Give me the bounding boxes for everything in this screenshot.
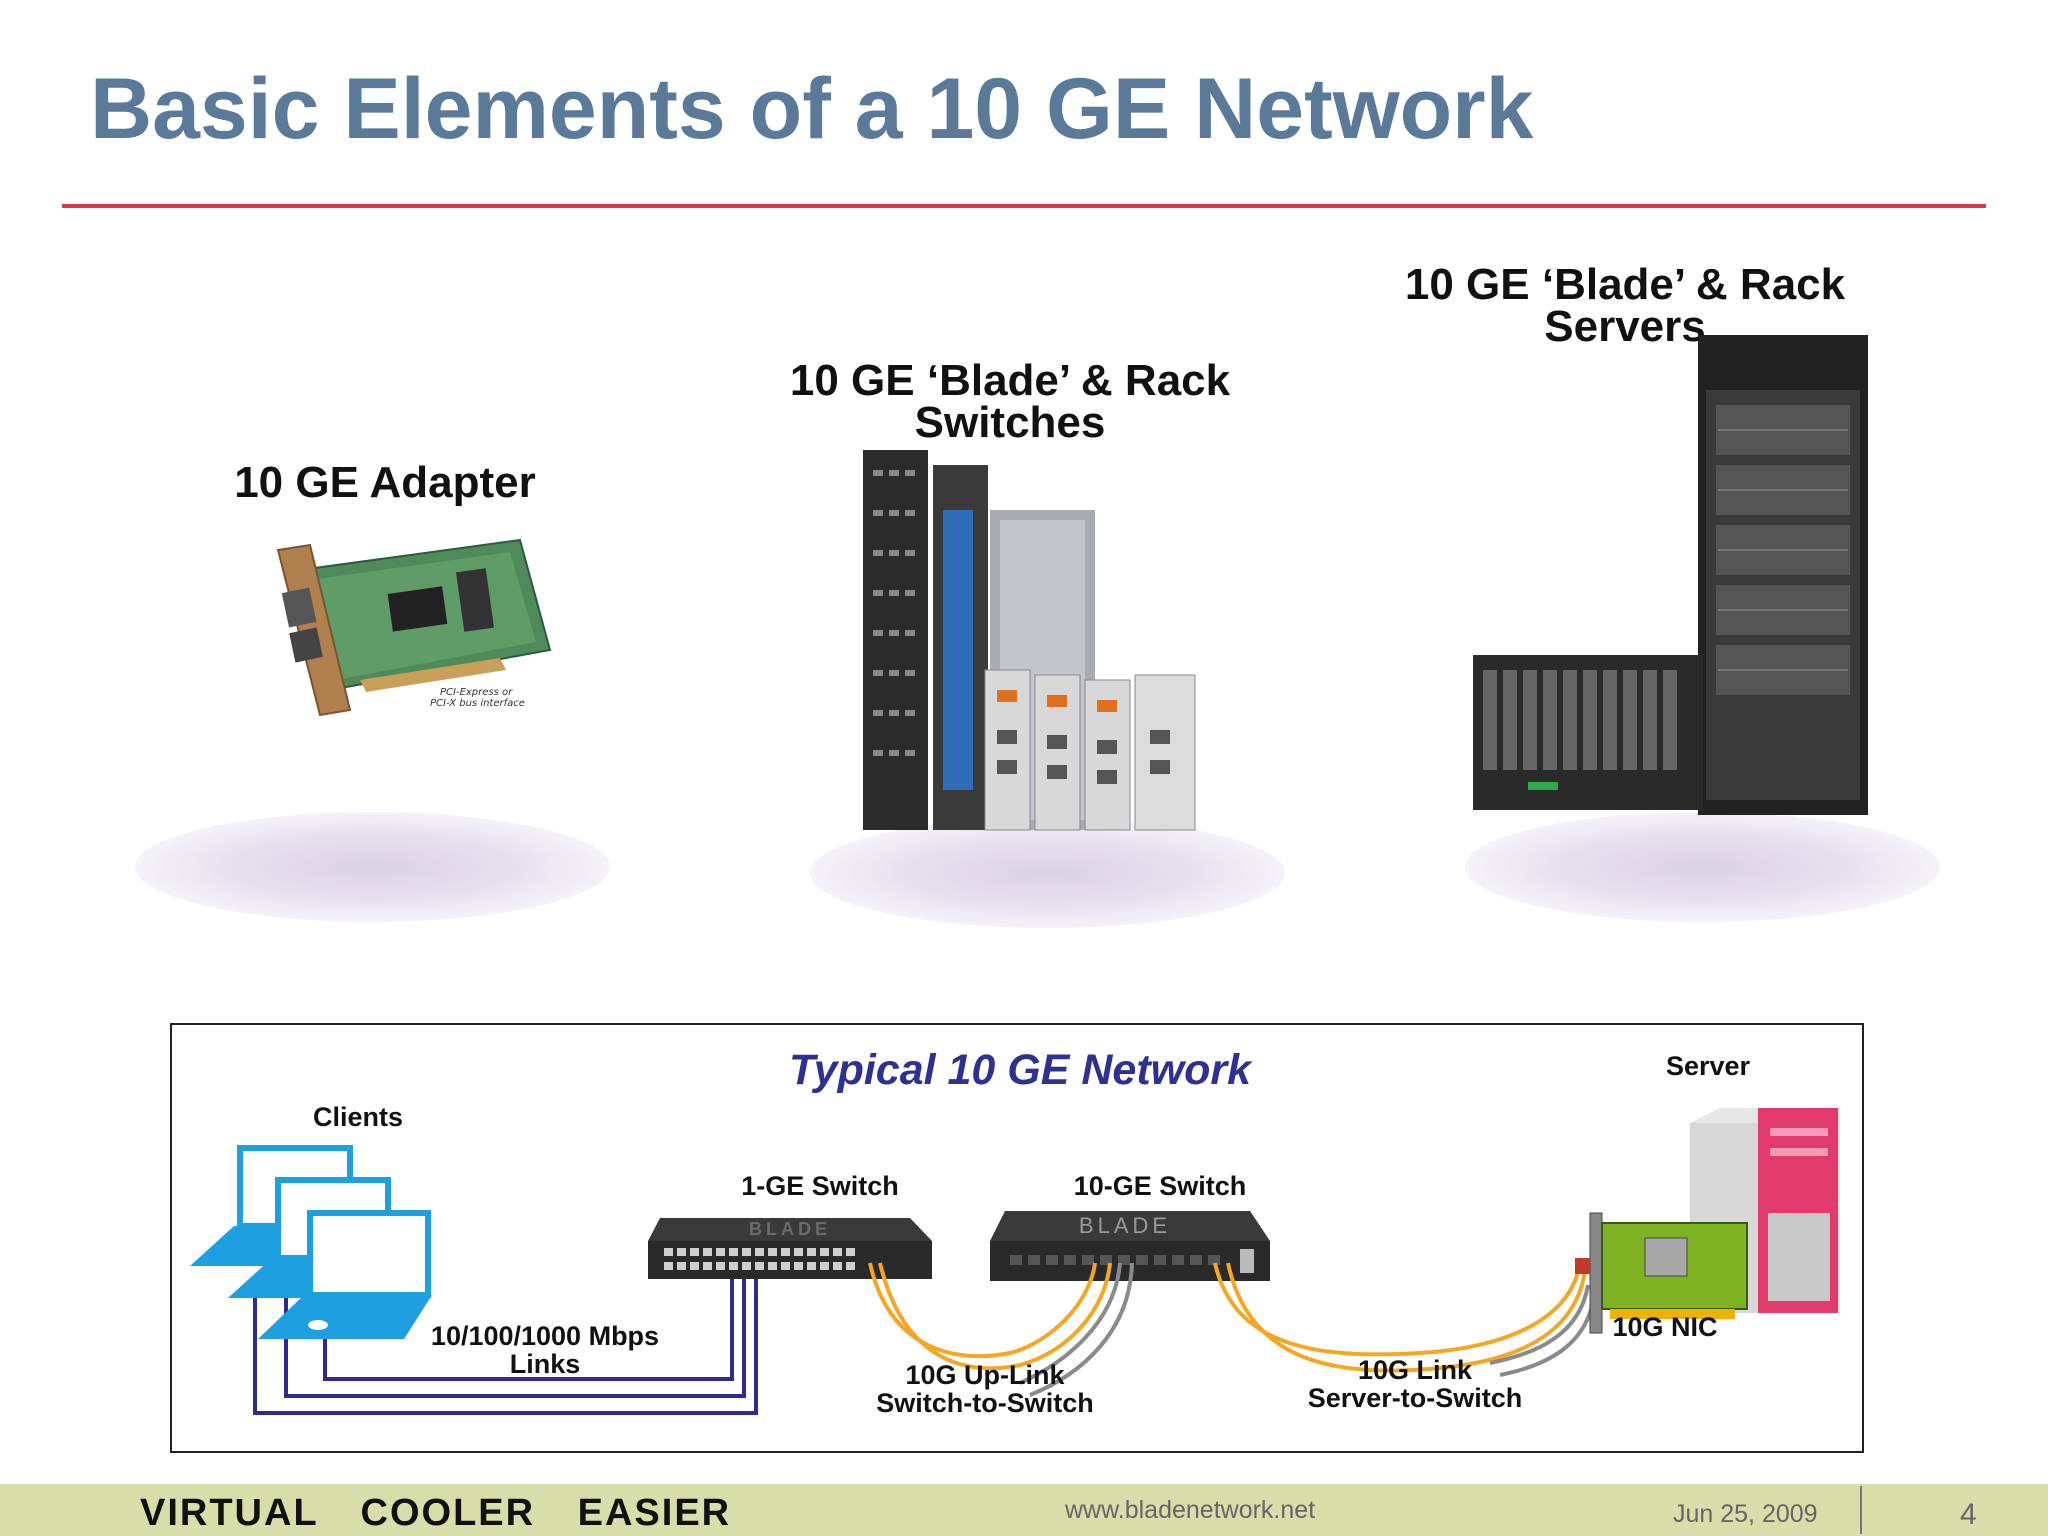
adapter-caption-line1: PCI-Express or — [440, 687, 513, 698]
ten-ge-switch-brand: BLADE — [1079, 1213, 1171, 1238]
server-link-orange-2 — [1226, 1262, 1587, 1373]
switches-label-line1: 10 GE ‘Blade’ & Rack — [789, 356, 1231, 405]
switches-pedestal — [810, 818, 1285, 928]
nic-card — [1575, 1212, 1748, 1334]
servers-label: 10 GE ‘Blade’ & Rack Servers — [1375, 260, 1875, 351]
blade-rack-servers-image — [1473, 335, 1868, 815]
nic-label: 10G NIC — [1612, 1312, 1718, 1342]
uplink-cable-orange-2 — [878, 1262, 1112, 1371]
one-ge-switch: BLADE — [648, 1218, 932, 1279]
servers-label-line2: Servers — [1544, 302, 1706, 351]
footer-bar — [0, 1484, 2048, 1536]
servers-pedestal — [1465, 812, 1940, 922]
title-divider — [62, 204, 1986, 208]
footer-tagline: VIRTUAL COOLER EASIER — [140, 1492, 732, 1534]
clients-label: Clients — [312, 1102, 404, 1132]
switches-label-line2: Switches — [914, 398, 1106, 447]
uplink-cable-orange-1 — [868, 1262, 1097, 1359]
ten-ge-switch: BLADE — [990, 1211, 1270, 1281]
footer-date: Jun 25, 2009 — [1673, 1500, 1818, 1528]
server-link-label: 10G Link Server-to-Switch — [1280, 1356, 1550, 1412]
links-label-line2: Links — [509, 1349, 581, 1379]
ten-ge-switch-label: 10-GE Switch — [1073, 1171, 1247, 1201]
client-link-1 — [253, 1278, 758, 1415]
slide-title: Basic Elements of a 10 GE Network — [90, 61, 1534, 157]
servers-label-line1: 10 GE ‘Blade’ & Rack — [1404, 260, 1846, 309]
client-laptop-front — [258, 1210, 432, 1339]
footer-url[interactable]: www.bladenetwork.net — [1065, 1496, 1316, 1524]
server-link-gray-1 — [1489, 1284, 1590, 1365]
links-label-line1: 10/100/1000 Mbps — [430, 1321, 660, 1351]
links-label: 10/100/1000 Mbps Links — [405, 1322, 685, 1378]
network-diagram: BLADE BLADE — [190, 1108, 1840, 1415]
uplink-label-line1: 10G Up-Link — [905, 1360, 1065, 1390]
server-link-label-line1: 10G Link — [1357, 1355, 1473, 1385]
server-label: Server — [1665, 1051, 1751, 1081]
server-link-orange-1 — [1213, 1262, 1582, 1357]
one-ge-switch-brand: BLADE — [749, 1219, 831, 1239]
uplink-label: 10G Up-Link Switch-to-Switch — [855, 1361, 1115, 1417]
adapter-caption-line2: PCI-X bus interface — [430, 698, 525, 709]
uplink-label-line2: Switch-to-Switch — [876, 1388, 1094, 1418]
server-link-label-line2: Server-to-Switch — [1307, 1383, 1523, 1413]
adapter-pedestal — [135, 812, 610, 922]
switches-label: 10 GE ‘Blade’ & Rack Switches — [760, 356, 1260, 447]
footer-divider — [1860, 1486, 1862, 1534]
uplink-cable-gray-1 — [1019, 1262, 1122, 1385]
blade-switches-image — [863, 450, 1196, 831]
client-link-2 — [284, 1278, 746, 1398]
diagram-title: Typical 10 GE Network — [788, 1046, 1252, 1094]
one-ge-switch-label: 1-GE Switch — [741, 1171, 899, 1201]
network-adapter-image: PCI-Express or PCI-X bus interface — [276, 538, 552, 717]
uplink-cable-gray-2 — [1029, 1262, 1134, 1397]
adapter-label: 10 GE Adapter — [234, 458, 536, 507]
footer-page-number: 4 — [1960, 1498, 1977, 1531]
